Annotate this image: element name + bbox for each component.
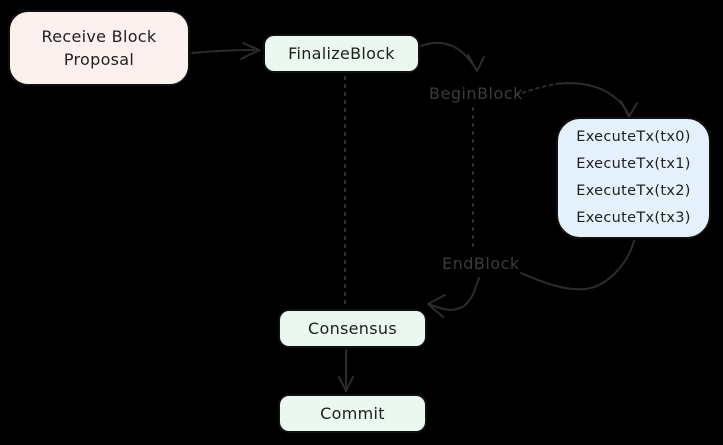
label-end-block: EndBlock — [442, 254, 520, 273]
node-label: Proposal — [63, 50, 135, 69]
curve-execute-to-endblock — [520, 240, 635, 291]
node-label: Consensus — [308, 319, 397, 338]
arrow-beginblock-to-execute — [515, 82, 638, 118]
node-label: Commit — [320, 404, 385, 423]
arrow-endblock-to-consensus — [427, 277, 480, 318]
arrow-finalize-to-beginblock — [420, 41, 485, 72]
node-label: Receive Block — [41, 27, 157, 46]
node-finalize-block: FinalizeBlock — [263, 34, 420, 73]
node-commit: Commit — [278, 394, 427, 433]
arrow-consensus-to-commit — [338, 349, 354, 394]
node-label: FinalizeBlock — [288, 44, 395, 63]
execute-tx-line: ExecuteTx(tx1) — [576, 156, 691, 172]
arrow-receive-to-finalize — [191, 42, 262, 60]
label-begin-block: BeginBlock — [429, 84, 523, 103]
node-receive-block-proposal: Receive Block Proposal — [8, 10, 190, 86]
execute-tx-line: ExecuteTx(tx0) — [576, 129, 691, 145]
execute-tx-line: ExecuteTx(tx2) — [576, 183, 691, 199]
execute-tx-line: ExecuteTx(tx3) — [576, 210, 691, 226]
node-execute-tx: ExecuteTx(tx0) ExecuteTx(tx1) ExecuteTx(… — [556, 117, 711, 239]
node-consensus: Consensus — [278, 309, 427, 348]
